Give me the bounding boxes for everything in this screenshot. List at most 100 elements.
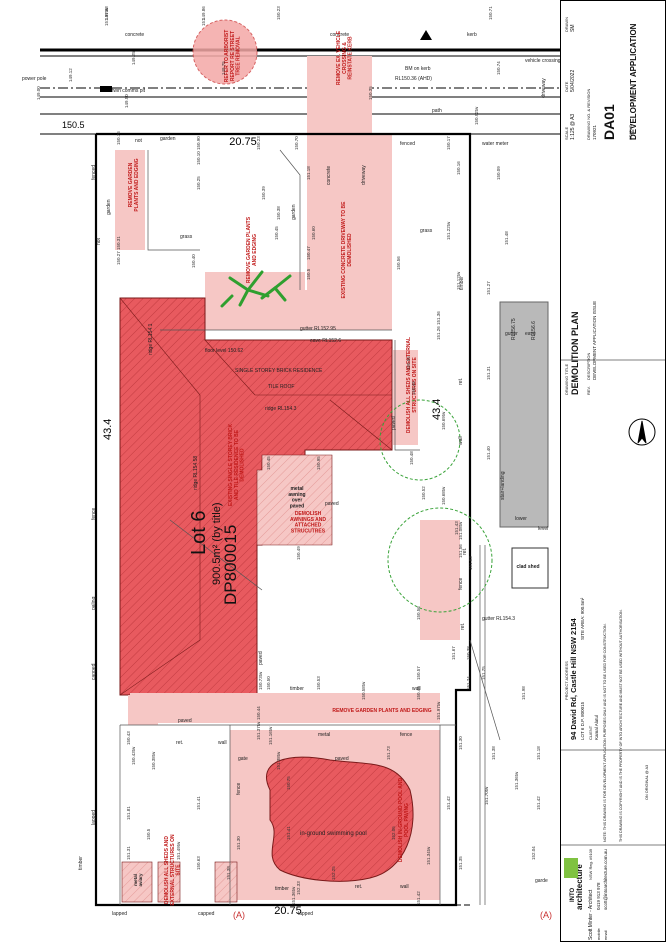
gutter-left-label: gutter RL152.95 — [300, 326, 336, 332]
note-1: NOTE: THIS DRAWING IS FOR DEVELOPMENT AP… — [603, 623, 607, 842]
n-rl1-label: RL156.75 — [511, 318, 517, 340]
fence-label-2: fence — [91, 508, 97, 520]
timber-label: timber — [459, 276, 465, 290]
spot-level: 151.30 — [458, 736, 463, 750]
spot-level: 150.90 — [196, 136, 201, 150]
lapped-label: lapped — [91, 810, 97, 825]
street-kerb: kerb — [467, 32, 477, 38]
dim-top: 20.75 — [229, 136, 257, 148]
note-garden-front: REMOVE GARDENPLANTS AND EDGING — [128, 158, 140, 211]
spot-level: 150.55 — [406, 356, 411, 370]
spot-level: 151.75 — [481, 666, 486, 680]
spot-level: 151.48 — [504, 231, 509, 245]
spot-level: 151.56 — [458, 544, 463, 558]
svg-text:REMOVE GARDEN PLANTS AND EDGIN: REMOVE GARDEN PLANTS AND EDGING — [332, 708, 431, 714]
capped-label: capped — [91, 663, 97, 680]
comms-pit-label: twin comms pit — [112, 88, 146, 94]
spot-level: 151.37tw — [256, 721, 261, 740]
spot-level: 152.04 — [531, 846, 536, 860]
spot-level: 151.81 — [126, 806, 131, 820]
spot-level: 151.43 — [454, 521, 459, 535]
shed-label: clad shed — [516, 564, 539, 570]
paved-label-5: paved — [335, 756, 349, 762]
spot-level: 150.75 — [286, 776, 291, 790]
spot-level: 151.08tw — [458, 521, 463, 540]
ret-label-4: ret. — [355, 884, 362, 890]
aviary-label: metalaviary — [133, 873, 143, 887]
north-point-icon — [628, 418, 656, 446]
path-label: path — [432, 108, 442, 114]
spot-level: 151.30 — [236, 836, 241, 850]
spot-level: 150.76 — [116, 131, 121, 145]
spot-level: 151.67 — [451, 646, 456, 660]
aviary-zone — [121, 861, 153, 903]
desc-value: DEVELOPMENT APPLICATION ISSUE — [592, 301, 597, 380]
awning-zone — [256, 454, 333, 546]
spot-level: 150.35 — [368, 86, 373, 100]
note-sheds-right: DEMOLISH ALL SHEDS AND EXTERNALSTRUCTURE… — [406, 337, 418, 433]
drawing-no: DA01 — [601, 104, 617, 140]
water-meter-label: water meter — [482, 141, 509, 147]
spot-level: 151.74 — [466, 676, 471, 690]
paved-label-3: paved — [258, 651, 264, 665]
spot-level: 150.46 — [411, 381, 416, 395]
residence-label: SINGLE STOREY BRICK RESIDENCE — [235, 368, 323, 374]
spot-level: 151.70tw — [484, 786, 489, 805]
spot-level: 150.10 — [196, 151, 201, 165]
driveway-street-label: driveway — [541, 78, 547, 98]
pool-label: in-ground swimming pool — [300, 831, 367, 837]
wall-label-4: wall — [400, 884, 409, 890]
spot-level: 150.56 — [416, 606, 421, 620]
fence-label: fence — [400, 732, 412, 738]
svg-text:DEMOLISH ALL SHEDS ANDEXTERNAL: DEMOLISH ALL SHEDS ANDEXTERNAL STRUCTURE… — [164, 834, 182, 906]
driveway-zone — [200, 134, 392, 330]
svg-text:REMOVE EX. VEHICLECROSSING &RE: REMOVE EX. VEHICLECROSSING &REINSTATE KE… — [336, 30, 354, 85]
spot-level: 151.38tw — [276, 751, 281, 770]
spot-level: 151.42 — [446, 796, 451, 810]
date-value: 5/04/2022 — [570, 70, 576, 92]
spot-level: 149.50 — [124, 94, 129, 108]
spot-level: 150.27 — [116, 251, 121, 265]
mobile-label: mobile — [596, 927, 601, 940]
spot-level: 150.23 — [276, 6, 281, 20]
street-concrete: concrete — [125, 32, 144, 38]
spot-level: 149.12 — [68, 68, 73, 82]
spot-level: 150.45 — [274, 226, 279, 240]
spot-level: 150.17 — [446, 136, 451, 150]
garden-label: garden — [160, 136, 176, 142]
spot-level: 150.56 — [396, 256, 401, 270]
spot-level: 151.36 — [436, 311, 441, 325]
spot-level: 151.16tw — [268, 726, 273, 745]
spot-level: 151.41 — [196, 796, 201, 810]
spot-level: 151.97tw — [436, 701, 441, 720]
email-label: email — [603, 930, 608, 940]
garde-label: garde — [535, 878, 548, 884]
not-label-2: not — [96, 237, 102, 245]
power-pole-label: power pole — [22, 76, 47, 82]
stair-label: stair+landing — [500, 471, 506, 500]
spot-level: 149.25 — [131, 51, 136, 65]
spot-level: 150.95 — [316, 456, 321, 470]
lower-label: lower — [515, 516, 527, 522]
svg-text:EXISTING SINGLE STOREY BRICKAN: EXISTING SINGLE STOREY BRICKAND TILE RES… — [228, 423, 246, 506]
spot-level: 150.43 — [126, 731, 131, 745]
fence-label-4: fence — [236, 783, 242, 795]
note-pool: DEMOLISH IN-GROUND POOL ANDPOOL PAVING — [398, 778, 410, 863]
ret-label: ret. — [460, 623, 466, 630]
vehicle-crossing-zone — [307, 56, 372, 134]
scale-value: 1:125 @ A3 — [570, 114, 576, 140]
gutter-neighbour-label: gutter RL154.3 — [482, 616, 515, 622]
drawing-no-label: DRAWING NO. & REVISION — [586, 88, 591, 140]
level-label: level — [538, 526, 548, 532]
spot-level: 151.36tw — [291, 886, 296, 905]
spot-level: 150.74 — [496, 61, 501, 75]
lot-area: 900.5m² (by title) — [211, 502, 223, 585]
status-label: STATUS — [628, 124, 633, 140]
drawn-value: SM — [570, 25, 576, 33]
spot-level: 151.73 — [386, 746, 391, 760]
spot-level: 151.41 — [286, 826, 291, 840]
garden-label-3: garden — [291, 204, 297, 220]
aviary-zone-2 — [214, 861, 238, 903]
spot-level: 150.23 — [256, 136, 261, 150]
